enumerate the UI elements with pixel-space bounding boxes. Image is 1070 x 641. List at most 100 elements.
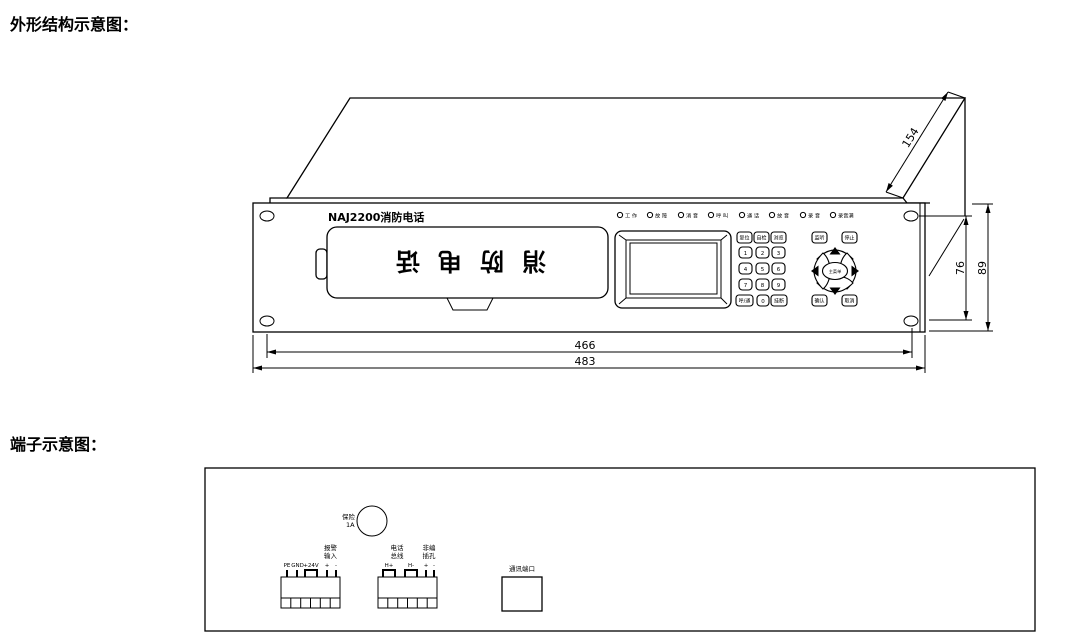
lcd-bevel-tr — [720, 234, 728, 241]
outline-section-title: 外形结构示意图： — [9, 15, 138, 34]
led-talk-icon — [738, 211, 746, 219]
self-test-button — [753, 231, 770, 244]
digit-7-label: 7 — [744, 283, 748, 289]
dim-154-arrow-bottom — [886, 183, 893, 192]
terminal-section-title: 端子示意图： — [10, 435, 106, 454]
handset-cover — [326, 226, 609, 299]
dim-154-line — [885, 91, 949, 193]
reset-button-label: 复位 — [739, 235, 749, 242]
phone-bus-label-line2: 总线 — [391, 551, 405, 560]
24v-pin-bridge — [304, 569, 318, 577]
comm-port-socket — [501, 576, 543, 612]
digit-5-label: 5 — [761, 267, 765, 273]
led-record-full-label: 录音满 — [838, 212, 854, 220]
alarm-input-label-line1: 报警 — [324, 543, 338, 552]
call-talk-button — [735, 294, 754, 307]
hminus-pin-label: H- — [408, 563, 414, 569]
led-mute-label: 消 音 — [686, 212, 698, 220]
keypad: 复位 自检 浏览 监听 停止 1 2 3 4 5 6 — [735, 231, 860, 307]
digit-3-label: 3 — [777, 251, 781, 257]
lcd-bevel-bl — [618, 297, 627, 305]
jack-label-line1: 非编 — [423, 543, 437, 552]
gnd-pin-label: GND — [291, 563, 304, 569]
mounting-hole-bottom-right — [903, 315, 919, 327]
terminal-section: 端子示意图： 保险 1A 报警 输入 PE GND +24V + - — [10, 435, 1036, 632]
dpad: 主菜单 — [810, 247, 860, 296]
reset-button — [736, 231, 753, 244]
digit-0-label: 0 — [761, 299, 765, 305]
front-panel: NAJ2200消防电话 消防电话 工 作 故 障 消 音 呼 叫 通 话 — [252, 202, 926, 333]
digit-5-key — [755, 262, 770, 275]
confirm-button-label: 确认 — [814, 298, 824, 305]
24v-pin-label: +24V — [303, 563, 319, 569]
main-menu-button-label: 主菜单 — [829, 268, 842, 275]
led-call-icon — [707, 211, 715, 219]
dim-76-value: 76 — [954, 261, 967, 275]
hplus-pin-label: H+ — [385, 563, 394, 569]
self-test-button-label: 自检 — [756, 235, 766, 242]
led-row: 工 作 故 障 消 音 呼 叫 通 话 放 音 录 音 录音满 — [616, 211, 854, 220]
browse-button — [770, 231, 787, 244]
led-mute-icon — [677, 211, 685, 219]
led-work-label: 工 作 — [625, 212, 637, 220]
mounting-hole-top-left — [259, 210, 275, 222]
fuse-rating: 1A — [346, 521, 355, 529]
hangup-button-label: 挂断 — [774, 298, 784, 305]
cancel-button — [841, 294, 858, 307]
dim-466-arrow-right — [903, 349, 912, 355]
dim-76: 76 — [919, 215, 972, 321]
lcd-bevel-br — [720, 297, 728, 305]
dim-89-value: 89 — [976, 261, 989, 275]
hplus-pin-bridge — [382, 569, 396, 577]
dim-483-value: 483 — [575, 355, 596, 368]
jack-label-line2: 插孔 — [423, 551, 437, 560]
lcd-screen — [629, 242, 718, 295]
hminus-pin-bridge — [404, 569, 418, 577]
digit-9-key — [771, 278, 786, 291]
dim-154-ext-bottom — [885, 191, 904, 199]
main-menu-button — [821, 261, 849, 281]
led-fault-label: 故 障 — [655, 212, 667, 220]
dim-76-arrow-bottom — [963, 311, 969, 320]
digit-2-key — [755, 246, 770, 259]
digit-6-key — [771, 262, 786, 275]
digit-6-label: 6 — [777, 267, 781, 273]
led-play-icon — [768, 211, 776, 219]
comm-port: 通讯端口 — [501, 564, 543, 612]
stop-button — [841, 231, 858, 244]
led-record-icon — [799, 211, 807, 219]
dim-466-value: 466 — [575, 339, 596, 352]
hangup-button — [770, 294, 788, 307]
led-fault-icon — [646, 211, 654, 219]
lcd-bevel-tl — [618, 234, 627, 241]
confirm-button — [811, 294, 828, 307]
power-alarm-terminal-block: 报警 输入 PE GND +24V + - — [280, 543, 341, 609]
mounting-hole-bottom-left — [259, 315, 275, 327]
fuse-label: 保险 — [342, 512, 356, 521]
pe-pin-label: PE — [284, 563, 291, 569]
phone-bus-label-line1: 电话 — [391, 543, 405, 552]
led-work-icon — [616, 211, 624, 219]
handset-bottom-notch — [446, 297, 494, 311]
cancel-button-label: 取消 — [844, 298, 854, 305]
jack-plus-label: + — [424, 563, 429, 569]
stop-button-label: 停止 — [844, 235, 854, 242]
side-bracket-diagonal — [928, 218, 965, 277]
digit-4-key — [738, 262, 753, 275]
alarm-plus-label: + — [325, 563, 330, 569]
led-call-label: 呼 叫 — [716, 212, 728, 220]
dim-89-arrow-bottom — [985, 322, 991, 331]
digit-1-label: 1 — [744, 251, 748, 257]
alarm-input-label-line2: 输入 — [324, 551, 338, 560]
jack-minus-label: - — [433, 563, 435, 569]
fuse-holder — [356, 505, 388, 537]
chassis-top-face — [285, 97, 967, 199]
handset-left-tab — [315, 248, 328, 280]
digit-7-key — [738, 278, 753, 291]
digit-9-label: 9 — [777, 283, 781, 289]
dim-466: 466 — [266, 328, 913, 358]
led-record-label: 录 音 — [808, 212, 820, 220]
rear-panel-outline — [204, 467, 1036, 632]
dim-76-arrow-top — [963, 216, 969, 225]
